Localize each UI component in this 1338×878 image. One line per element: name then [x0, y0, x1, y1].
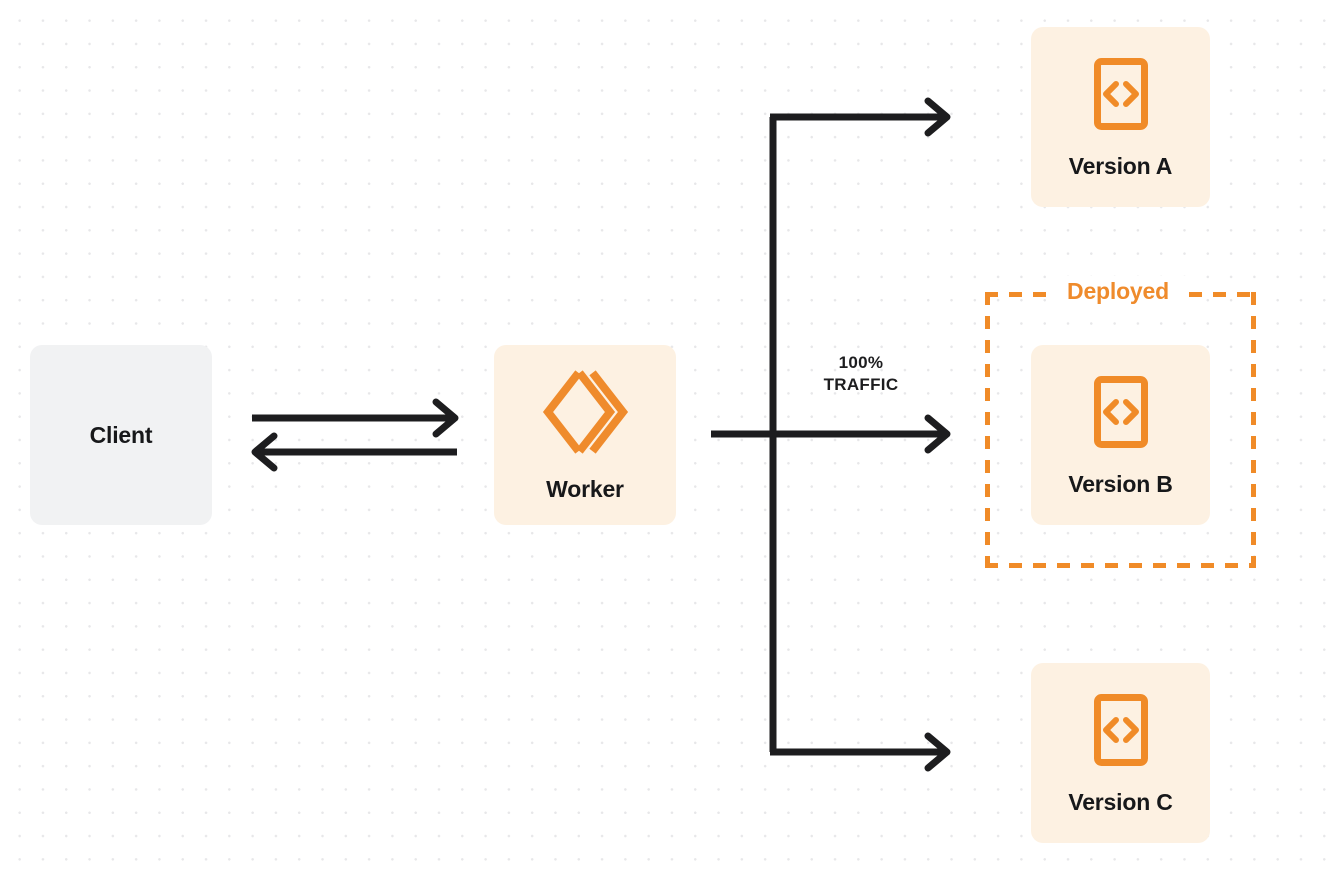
node-version-c-label: Version C: [1068, 788, 1173, 815]
deployed-border-left: [985, 292, 990, 568]
traffic-percent: 100%: [838, 353, 884, 372]
deployed-group: Deployed: [985, 276, 1256, 568]
node-worker[interactable]: Worker: [494, 345, 676, 525]
deployed-border-bottom: [985, 563, 1256, 568]
arrow-client-to-worker: [252, 398, 459, 438]
deployed-border-top-right: [1189, 292, 1256, 297]
arrow-worker-to-version-c: [770, 732, 951, 772]
deployed-label: Deployed: [1047, 276, 1189, 306]
node-version-b[interactable]: Version B: [1031, 345, 1210, 525]
node-version-b-label: Version B: [1068, 470, 1173, 497]
node-version-a-label: Version A: [1068, 152, 1173, 179]
node-client[interactable]: Client: [30, 345, 212, 525]
cloudflare-workers-logo-icon: [541, 369, 629, 454]
node-worker-label: Worker: [546, 475, 624, 502]
code-brackets-icon: [1093, 693, 1149, 767]
code-brackets-icon: [1093, 57, 1149, 131]
traffic-caption: TRAFFIC: [823, 374, 899, 394]
arrow-worker-to-version-b: [773, 414, 951, 454]
deployed-border-top-left: [985, 292, 1047, 297]
node-client-label: Client: [89, 421, 153, 448]
code-brackets-icon: [1093, 375, 1149, 449]
deployed-border-right: [1251, 292, 1256, 568]
node-version-a[interactable]: Version A: [1031, 27, 1210, 207]
traffic-label: 100% TRAFFIC: [786, 352, 936, 396]
node-version-c[interactable]: Version C: [1031, 663, 1210, 843]
arrow-worker-to-client: [251, 432, 457, 472]
arrow-worker-to-version-a: [770, 97, 951, 137]
